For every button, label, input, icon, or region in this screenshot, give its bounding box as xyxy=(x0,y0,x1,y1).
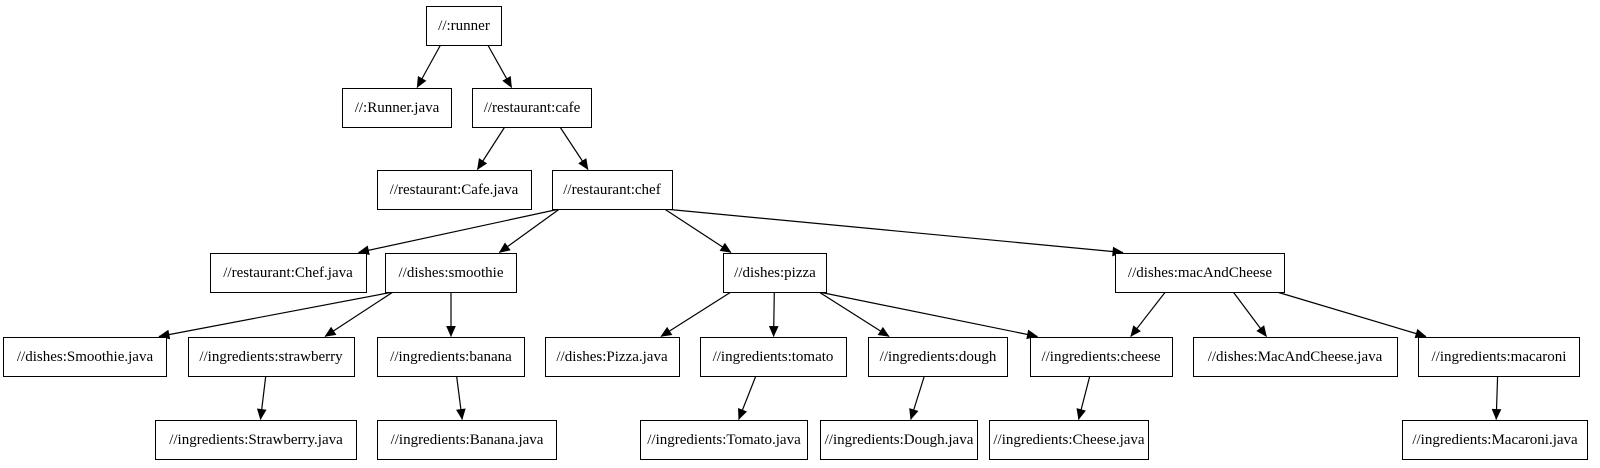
edge-mac_and_cheese-macaroni xyxy=(1276,291,1427,339)
graph-node-label: //dishes:pizza xyxy=(734,264,816,281)
edge-mac_and_cheese-cheese xyxy=(1130,291,1166,337)
graph-node-tomato: //ingredients:tomato xyxy=(699,337,847,377)
graph-node-runner: //:runner xyxy=(426,6,502,46)
edge-pizza-pizza_java xyxy=(660,291,732,338)
graph-node-banana: //ingredients:banana xyxy=(377,337,525,377)
graph-node-pizza: //dishes:pizza xyxy=(723,253,827,293)
graph-node-label: //dishes:macAndCheese xyxy=(1127,264,1273,281)
graph-node-mac_and_cheese_java: //dishes:MacAndCheese.java xyxy=(1192,337,1398,377)
graph-node-runner_java: //:Runner.java xyxy=(342,88,452,128)
graph-node-label: //dishes:Smoothie.java xyxy=(16,348,154,365)
edge-cheese-cheese_java xyxy=(1076,375,1091,421)
graph-node-chef_java: //restaurant:Chef.java xyxy=(209,253,367,293)
graph-node-label: //ingredients:macaroni xyxy=(1431,348,1567,365)
graph-node-strawberry: //ingredients:strawberry xyxy=(187,337,355,377)
graph-node-cheese_java: //ingredients:Cheese.java xyxy=(989,420,1149,460)
graph-node-cafe: //restaurant:cafe xyxy=(472,88,592,128)
edge-chef-mac_and_cheese xyxy=(664,208,1124,257)
edge-runner-runner_java xyxy=(416,44,442,88)
graph-node-label: //restaurant:Chef.java xyxy=(223,264,353,281)
graph-node-label: //ingredients:tomato xyxy=(712,348,834,365)
graph-node-label: //dishes:smoothie xyxy=(398,264,504,281)
edge-mac_and_cheese-mac_and_cheese_java xyxy=(1232,291,1267,337)
edge-dough-dough_java xyxy=(909,375,925,421)
graph-node-chef: //restaurant:chef xyxy=(551,170,673,210)
graph-node-pizza_java: //dishes:Pizza.java xyxy=(544,337,680,377)
graph-node-label: //ingredients:Cheese.java xyxy=(993,431,1145,448)
graph-node-label: //ingredients:Macaroni.java xyxy=(1412,431,1578,448)
graph-node-cafe_java: //restaurant:Cafe.java xyxy=(376,170,532,210)
graph-node-label: //ingredients:cheese xyxy=(1041,348,1161,365)
graph-node-label: //ingredients:Tomato.java xyxy=(647,431,801,448)
graph-node-label: //restaurant:cafe xyxy=(483,99,581,116)
graph-node-dough_java: //ingredients:Dough.java xyxy=(820,420,978,460)
graph-node-label: //ingredients:Dough.java xyxy=(824,431,974,448)
graph-node-label: //ingredients:Banana.java xyxy=(390,431,544,448)
graph-node-label: //restaurant:Cafe.java xyxy=(389,181,519,198)
edge-chef-pizza xyxy=(664,208,732,254)
edge-cafe-chef xyxy=(559,126,589,170)
edge-banana-banana_java xyxy=(456,375,466,421)
graph-node-tomato_java: //ingredients:Tomato.java xyxy=(640,420,808,460)
graph-node-cheese: //ingredients:cheese xyxy=(1029,337,1173,377)
graph-node-mac_and_cheese: //dishes:macAndCheese xyxy=(1115,253,1285,293)
graph-node-label: //:Runner.java xyxy=(354,99,440,116)
graph-node-macaroni: //ingredients:macaroni xyxy=(1418,337,1580,377)
graph-node-strawberry_java: //ingredients:Strawberry.java xyxy=(155,420,357,460)
edge-cafe-cafe_java xyxy=(476,126,506,170)
edge-smoothie-smoothie_java xyxy=(158,291,394,340)
edge-pizza-dough xyxy=(818,291,890,338)
graph-node-label: //ingredients:banana xyxy=(390,348,512,365)
graph-node-macaroni_java: //ingredients:Macaroni.java xyxy=(1402,420,1588,460)
edge-runner-cafe xyxy=(487,44,513,88)
edge-tomato-tomato_java xyxy=(738,375,757,421)
edge-chef-chef_java xyxy=(357,208,560,256)
edge-smoothie-strawberry xyxy=(324,291,394,338)
graph-node-banana_java: //ingredients:Banana.java xyxy=(377,420,557,460)
graph-node-dough: //ingredients:dough xyxy=(868,337,1008,377)
edge-pizza-tomato xyxy=(768,291,779,338)
graph-node-label: //ingredients:strawberry xyxy=(199,348,343,365)
graph-node-smoothie_java: //dishes:Smoothie.java xyxy=(3,337,167,377)
graph-node-label: //dishes:MacAndCheese.java xyxy=(1207,348,1383,365)
edge-pizza-cheese xyxy=(818,291,1039,340)
graph-node-label: //ingredients:dough xyxy=(879,348,997,365)
graph-node-label: //:runner xyxy=(438,17,490,34)
graph-node-label: //ingredients:Strawberry.java xyxy=(169,431,343,448)
graph-node-smoothie: //dishes:smoothie xyxy=(385,253,517,293)
edge-macaroni-macaroni_java xyxy=(1491,375,1502,421)
graph-node-label: //dishes:Pizza.java xyxy=(556,348,668,365)
graph-node-label: //restaurant:chef xyxy=(563,181,661,198)
edge-chef-smoothie xyxy=(498,208,560,253)
edge-strawberry-strawberry_java xyxy=(256,375,267,421)
